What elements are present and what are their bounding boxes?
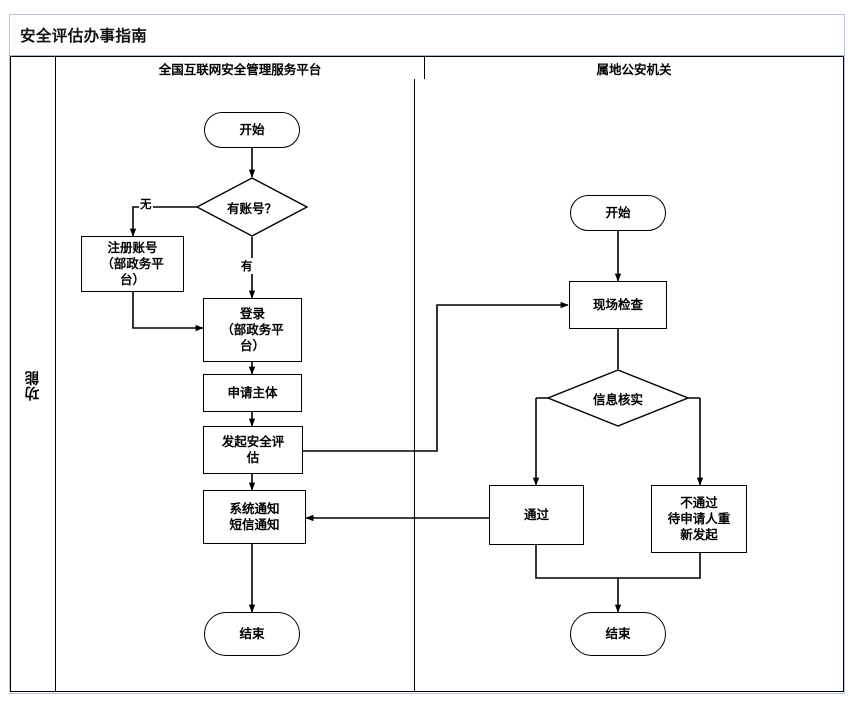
node-notify-line2: 短信通知 <box>229 518 280 532</box>
lane-divider <box>414 79 415 692</box>
lane-body <box>10 79 844 692</box>
node-fail-line1: 不通过 <box>680 496 718 510</box>
node-login-line1: 登录 <box>239 307 265 321</box>
lane-header-row: 全国互联网安全管理服务平台 属地公安机关 <box>10 56 844 80</box>
lane-axis-cell: 功能 <box>10 79 56 692</box>
node-verify-info-decision[interactable]: 信息核实 <box>547 369 689 427</box>
node-login[interactable]: 登录 （部政务平 台） <box>203 298 302 362</box>
lane-header-right: 属地公安机关 <box>424 56 844 80</box>
node-apply-subject[interactable]: 申请主体 <box>203 374 302 412</box>
lane-axis-label: 功能 <box>25 370 42 401</box>
node-has-account-decision[interactable]: 有账号？ <box>196 177 308 237</box>
node-verify-info-label: 信息核实 <box>592 392 643 407</box>
node-notify-line1: 系统通知 <box>229 502 280 516</box>
node-fail-reapply[interactable]: 不通过 待申请人重 新发起 <box>651 485 747 553</box>
node-login-line2: （部政务平 <box>221 323 284 337</box>
node-onsite-check[interactable]: 现场检查 <box>569 281 667 329</box>
node-right-start[interactable]: 开始 <box>570 195 666 231</box>
node-login-line3: 台） <box>239 339 265 353</box>
edge-label-yes: 有 <box>240 258 254 274</box>
node-left-start[interactable]: 开始 <box>204 112 300 148</box>
edge-label-no: 无 <box>139 196 153 212</box>
node-register-line3: 台） <box>119 273 145 287</box>
node-left-end[interactable]: 结束 <box>204 612 300 656</box>
node-has-account-label: 有账号？ <box>226 201 277 216</box>
node-initiate-line1: 发起安全评 <box>221 435 285 449</box>
title-band: 安全评估办事指南 <box>9 14 845 56</box>
node-initiate-line2: 估 <box>246 451 260 465</box>
node-register-line2: （部政务平 <box>101 257 164 271</box>
node-right-end[interactable]: 结束 <box>570 612 666 656</box>
page-title: 安全评估办事指南 <box>20 27 148 45</box>
node-register-account[interactable]: 注册账号 （部政务平 台） <box>81 236 184 292</box>
lane-header-corner <box>10 56 56 80</box>
node-initiate-assessment[interactable]: 发起安全评 估 <box>203 426 303 474</box>
node-fail-line3: 新发起 <box>680 528 718 542</box>
node-system-sms-notify[interactable]: 系统通知 短信通知 <box>203 490 306 544</box>
node-pass[interactable]: 通过 <box>489 485 584 545</box>
node-fail-line2: 待申请人重 <box>667 512 731 526</box>
node-register-line1: 注册账号 <box>107 241 158 255</box>
lane-header-left: 全国互联网安全管理服务平台 <box>55 56 425 80</box>
